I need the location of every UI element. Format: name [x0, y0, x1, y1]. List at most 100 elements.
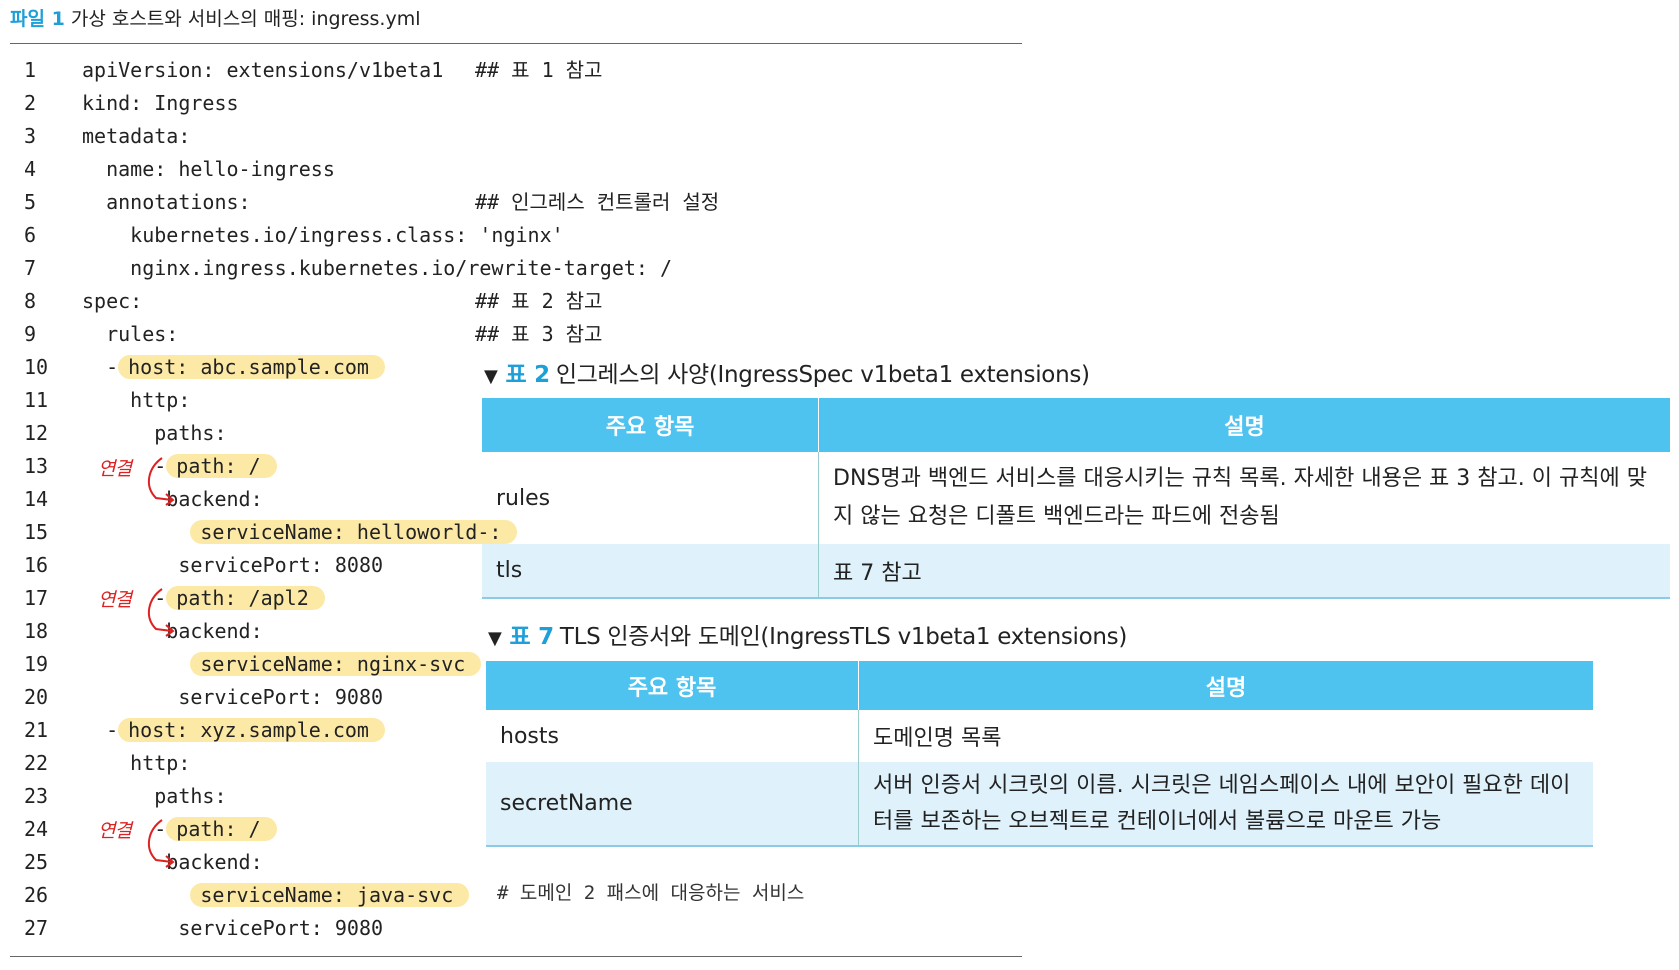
line-number: 22: [24, 751, 49, 775]
code-indent: [82, 883, 190, 907]
annotation-link-2: 연결: [94, 581, 190, 643]
code-text: servicePort: 9080: [82, 912, 383, 945]
code-content: http:: [130, 388, 191, 412]
code-content: servicePort: 9080: [178, 916, 384, 940]
bottom-rule: [10, 956, 1022, 957]
code-content: backend:: [166, 850, 263, 874]
code-highlight: serviceName: helloworld-:: [190, 520, 518, 544]
line-number: 23: [24, 784, 49, 808]
code-line: 14 backend:: [0, 483, 760, 516]
file-title: 파일 1 가상 호스트와 서비스의 매핑: ingress.yml: [10, 4, 421, 31]
top-rule: [10, 43, 1022, 44]
code-text: -path: /: [82, 450, 277, 483]
code-comment: ## 인그레스 컨트롤러 설정: [475, 190, 720, 214]
code-text: apiVersion: extensions/v1beta1: [82, 54, 443, 87]
file-label: 파일 1: [10, 8, 65, 30]
line-number: 17: [24, 586, 49, 610]
code-indent: [82, 322, 106, 346]
code-indent: [82, 157, 106, 181]
code-content: backend:: [166, 487, 263, 511]
code-content: rules:: [106, 322, 179, 346]
code-text: kind: Ingress: [82, 87, 239, 120]
code-highlight: path: /: [166, 454, 277, 478]
annotation-link-1: 연결: [94, 450, 190, 512]
table2-header-desc: 설명: [818, 398, 1670, 452]
line-number: 5: [24, 190, 37, 214]
code-line: 22 http:: [0, 747, 760, 780]
code-content: spec:: [82, 289, 143, 313]
code-line: 5 annotations: ## 인그레스 컨트롤러 설정: [0, 186, 760, 219]
code-text: servicePort: 9080: [82, 681, 383, 714]
code-content: servicePort: 8080: [178, 553, 384, 577]
line-number: 20: [24, 685, 49, 709]
code-line: 10 -host: abc.sample.com: [0, 351, 760, 384]
code-indent: [82, 388, 130, 412]
code-text: rules:: [82, 318, 178, 351]
code-content: backend:: [166, 619, 263, 643]
code-highlight: path: /: [166, 817, 277, 841]
code-text: paths:: [82, 780, 226, 813]
code-content: kind: Ingress: [82, 91, 239, 115]
table-row: tls 표 7 참고: [482, 544, 1670, 599]
code-text: paths:: [82, 417, 226, 450]
code-line: 24 -path: /: [0, 813, 760, 846]
table-row: rules DNS명과 백엔드 서비스를 대응시키는 규칙 목록. 자세한 내용…: [482, 452, 1670, 544]
code-line: 26 serviceName: java-svc: [0, 879, 760, 912]
code-indent: [82, 223, 130, 247]
code-line: 21 -host: xyz.sample.com: [0, 714, 760, 747]
code-indent: -: [82, 454, 167, 478]
code-line: 23 paths:: [0, 780, 760, 813]
line-number: 7: [24, 256, 37, 280]
code-text: serviceName: nginx-svc: [82, 648, 482, 681]
code-line: 13 -path: /: [0, 450, 760, 483]
code-comment: ## 표 2 참고: [475, 289, 603, 313]
code-text: http:: [82, 747, 190, 780]
code-content: nginx.ingress.kubernetes.io/rewrite-targ…: [130, 256, 673, 280]
table2-cell-key: tls: [482, 544, 819, 599]
code-content: http:: [130, 751, 191, 775]
code-line: 17 -path: /apl2: [0, 582, 760, 615]
code-indent: [82, 190, 106, 214]
table2-cell-desc: 표 7 참고: [818, 544, 1670, 599]
line-number: 1: [24, 58, 37, 82]
code-line: 9 rules:## 표 3 참고: [0, 318, 760, 351]
code-highlight: host: xyz.sample.com: [118, 718, 385, 742]
table2-cell-desc: DNS명과 백엔드 서비스를 대응시키는 규칙 목록. 자세한 내용은 표 3 …: [833, 466, 1647, 529]
table-row: secretName 서버 인증서 시크릿의 이름. 시크릿은 네임스페이스 내…: [486, 762, 1593, 847]
line-number: 19: [24, 652, 49, 676]
line-number: 11: [24, 388, 49, 412]
line-number: 12: [24, 421, 49, 445]
code-text: serviceName: java-svc: [82, 879, 470, 912]
triangle-down-icon: ▼: [484, 366, 498, 387]
code-text: metadata:: [82, 120, 190, 153]
code-highlight: serviceName: nginx-svc: [190, 652, 482, 676]
code-indent: [82, 916, 178, 940]
code-line: 20 servicePort: 9080: [0, 681, 760, 714]
table7: 주요 항목 설명 hosts 도메인명 목록 secretName 서버 인증서…: [486, 661, 1593, 847]
code-line: 25 backend:: [0, 846, 760, 879]
code-line: 7 nginx.ingress.kubernetes.io/rewrite-ta…: [0, 252, 760, 285]
code-content: servicePort: 9080: [178, 685, 384, 709]
table2-cell-key: rules: [482, 452, 819, 544]
code-highlight: host: abc.sample.com: [118, 355, 385, 379]
code-line: 27 servicePort: 9080: [0, 912, 760, 945]
table7-header-desc: 설명: [858, 661, 1593, 710]
table7-cell-key: secretName: [486, 762, 859, 847]
code-text: -path: /apl2: [82, 582, 325, 615]
code-text: backend:: [82, 846, 263, 879]
code-content: annotations:: [106, 190, 251, 214]
code-line: 6 kubernetes.io/ingress.class: 'nginx': [0, 219, 760, 252]
file-title-text: 가상 호스트와 서비스의 매핑: ingress.yml: [70, 8, 421, 30]
annotation-link-3: 연결: [94, 812, 190, 874]
line-number: 6: [24, 223, 37, 247]
code-text: -path: /: [82, 813, 277, 846]
code-line: 15 serviceName: helloworld-:: [0, 516, 760, 549]
code-text: annotations:: [82, 186, 251, 219]
code-highlight: path: /apl2: [166, 586, 325, 610]
code-comment: ## 표 1 참고: [475, 58, 603, 82]
bottom-note: # 도메인 2 패스에 대응하는 서비스: [497, 882, 805, 904]
